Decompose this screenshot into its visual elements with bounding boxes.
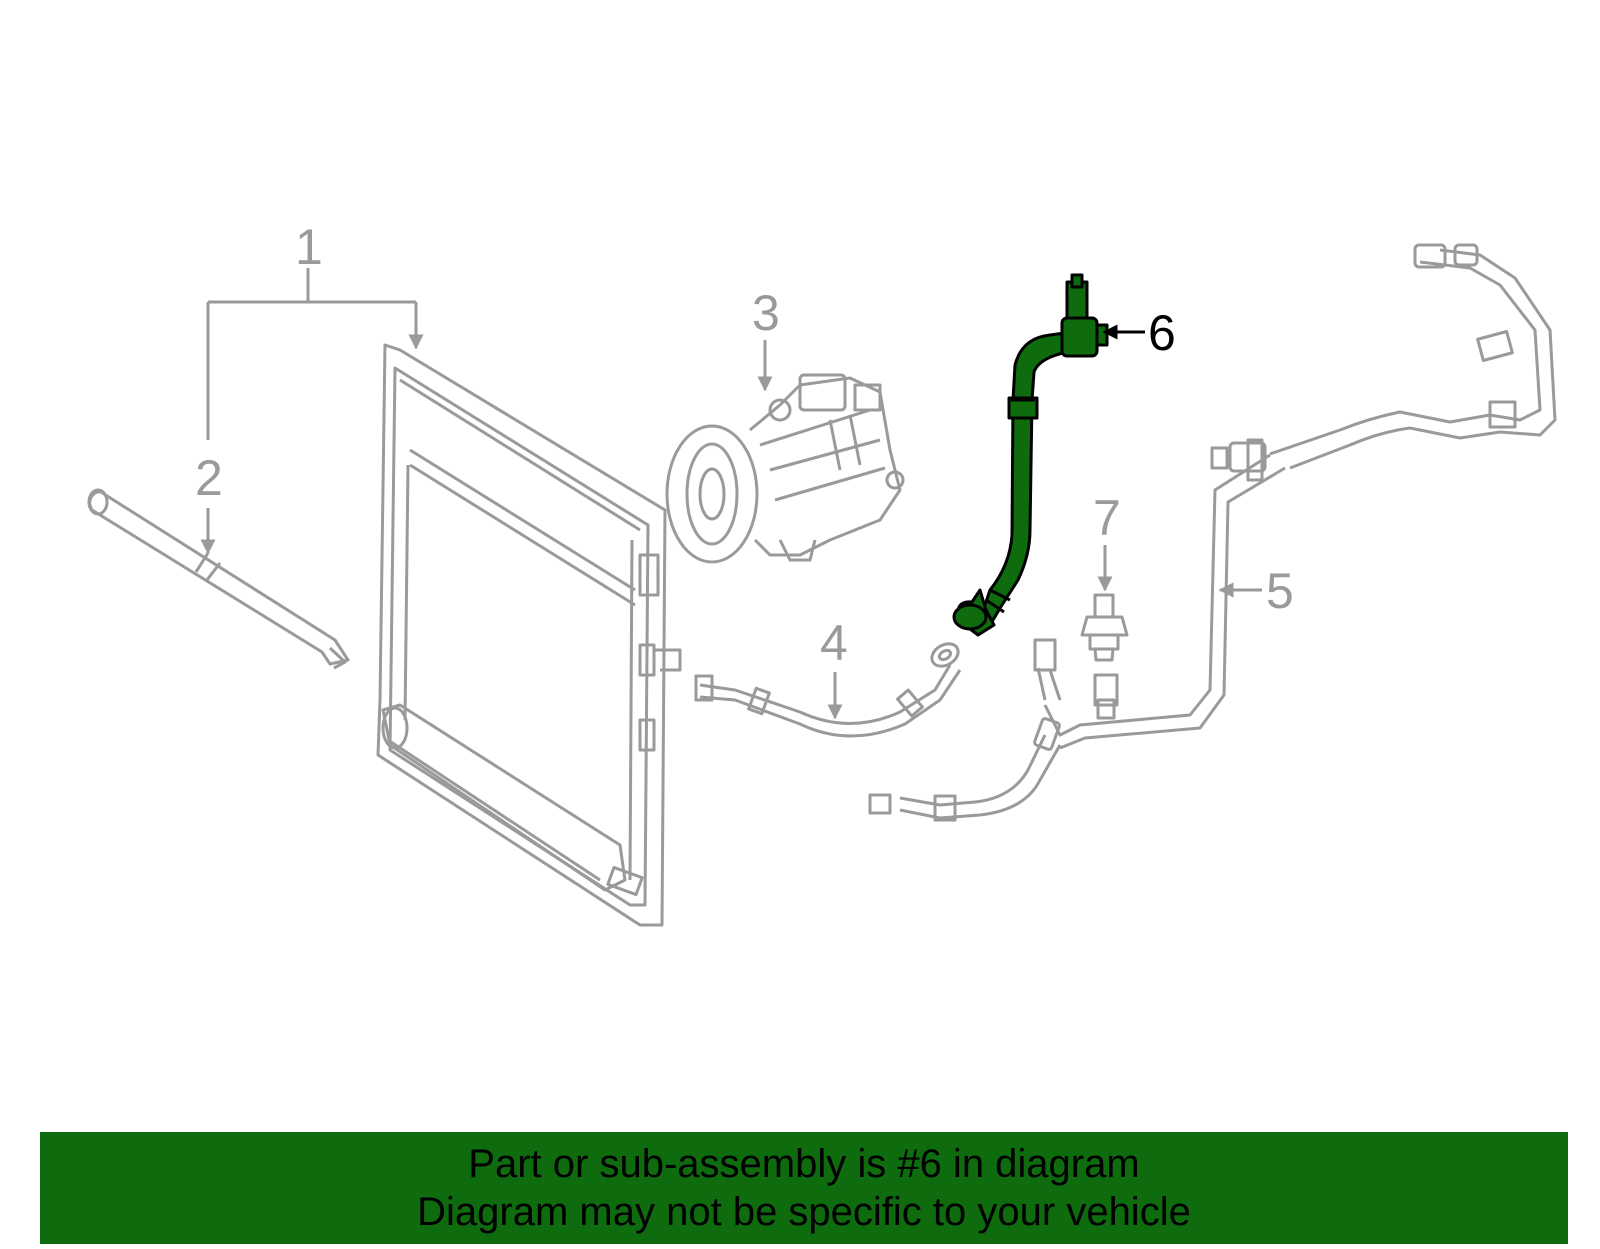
compressor-part-3[interactable] <box>665 373 905 564</box>
leader-lines <box>200 268 1262 720</box>
hose-part-4[interactable] <box>694 639 962 738</box>
callout-3: 3 <box>752 285 780 341</box>
callout-1: 1 <box>295 219 323 275</box>
callout-4: 4 <box>820 615 848 671</box>
callout-6: 6 <box>1148 305 1176 361</box>
hose-part-6[interactable] <box>952 273 1109 637</box>
banner-line-2: Diagram may not be specific to your vehi… <box>417 1190 1191 1234</box>
pressure-switch-part-7[interactable] <box>1080 593 1129 662</box>
receiver-drier-part-2[interactable] <box>87 488 350 670</box>
condenser-part-1[interactable] <box>376 343 682 927</box>
info-banner: Part or sub-assembly is #6 in diagram Di… <box>40 1132 1568 1244</box>
callout-2: 2 <box>195 450 223 506</box>
callout-5: 5 <box>1266 563 1294 619</box>
line-part-5[interactable] <box>868 243 1557 822</box>
banner-line-1: Part or sub-assembly is #6 in diagram <box>468 1142 1140 1186</box>
callout-7: 7 <box>1093 490 1121 546</box>
